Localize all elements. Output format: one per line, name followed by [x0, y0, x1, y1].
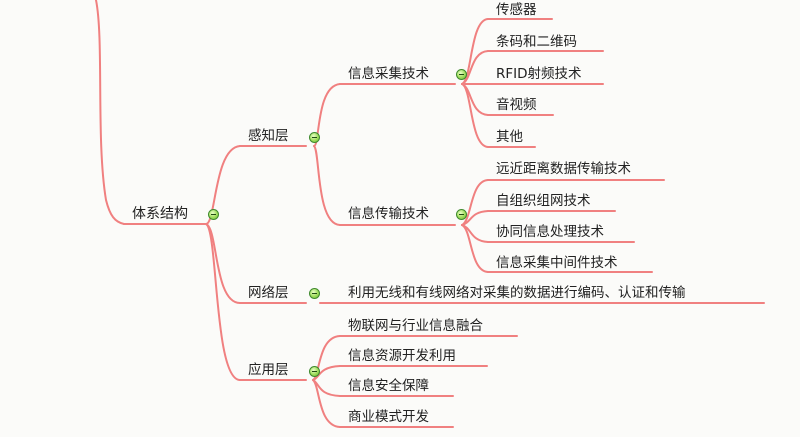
node-perception[interactable]: 感知层: [248, 128, 289, 144]
leaf-application-2[interactable]: 信息安全保障: [348, 378, 429, 394]
leaf-application-0[interactable]: 物联网与行业信息融合: [348, 318, 483, 334]
leaf-application-1[interactable]: 信息资源开发利用: [348, 348, 456, 364]
leaf-application-3[interactable]: 商业模式开发: [348, 409, 429, 425]
node-transmission[interactable]: 信息传输技术: [348, 206, 429, 222]
leaf-collection-4[interactable]: 其他: [496, 129, 523, 145]
node-collection[interactable]: 信息采集技术: [348, 66, 429, 82]
node-application[interactable]: 应用层: [248, 362, 289, 378]
leaf-collection-2[interactable]: RFID射频技术: [496, 66, 582, 82]
leaf-transmission-2[interactable]: 协同信息处理技术: [496, 224, 604, 240]
minus-circle-icon[interactable]: [208, 209, 219, 220]
minus-circle-icon[interactable]: [309, 366, 320, 377]
leaf-transmission-3[interactable]: 信息采集中间件技术: [496, 255, 618, 271]
minus-circle-icon[interactable]: [456, 69, 467, 80]
leaf-transmission-0[interactable]: 远近距离数据传输技术: [496, 161, 631, 177]
node-root[interactable]: 体系结构: [132, 206, 188, 222]
minus-circle-icon[interactable]: [309, 288, 320, 299]
leaf-network-description[interactable]: 利用无线和有线网络对采集的数据进行编码、认证和传输: [348, 285, 686, 301]
node-network[interactable]: 网络层: [248, 285, 289, 301]
minus-circle-icon[interactable]: [456, 209, 467, 220]
leaf-collection-3[interactable]: 音视频: [496, 97, 537, 113]
minus-circle-icon[interactable]: [309, 132, 320, 143]
leaf-collection-1[interactable]: 条码和二维码: [496, 34, 577, 50]
leaf-collection-0[interactable]: 传感器: [496, 2, 537, 18]
leaf-transmission-1[interactable]: 自组织组网技术: [496, 193, 591, 209]
